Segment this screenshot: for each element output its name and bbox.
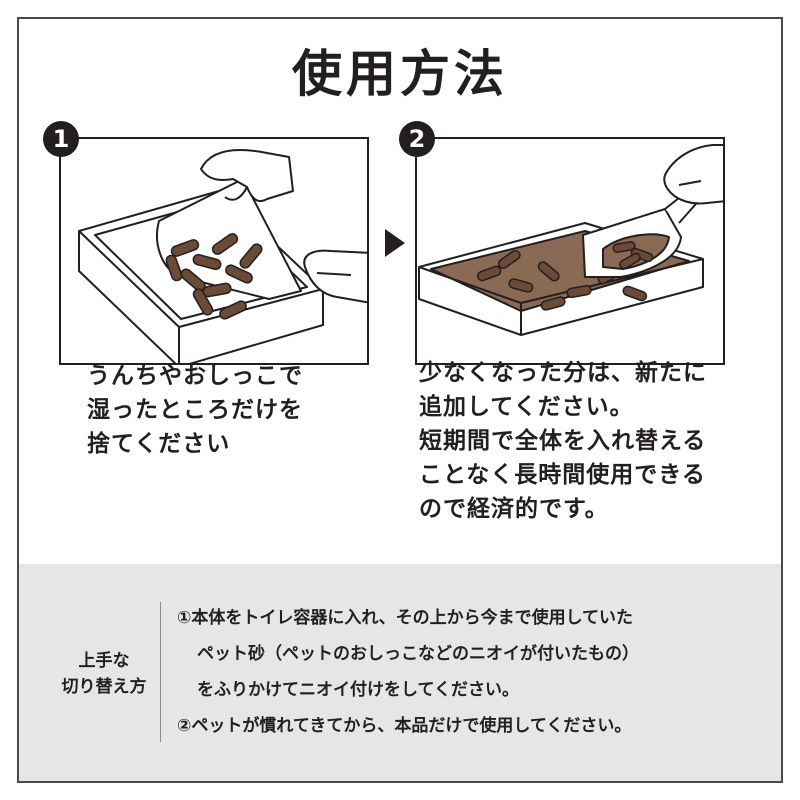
step-2-line: 追加してください。 <box>419 394 634 420</box>
tips-line: ①本体をトイレ容器に入れ、その上から今まで使用していた <box>177 608 634 628</box>
step-1-description: うんちやおしっこで 湿ったところだけを 捨てください <box>87 359 377 461</box>
step-1-badge: 1 <box>43 121 79 157</box>
tips-label-line: 切り替え方 <box>61 677 147 697</box>
step-2-line: 少なくなった分は、新たに <box>419 360 707 386</box>
step-2-description: 少なくなった分は、新たに 追加してください。 短期間で全体を入れ替える ことなく… <box>419 356 779 526</box>
step-2-line: ので経済的です。 <box>419 496 609 522</box>
tips-label-line: 上手な <box>78 651 130 671</box>
switching-tips-section: 上手な 切り替え方 ①本体をトイレ容器に入れ、その上から今まで使用していた ペッ… <box>19 564 781 781</box>
litter-tray-icon <box>78 149 367 363</box>
tips-line: ②ペットが慣れてきてから、本品だけで使用してください。 <box>177 716 632 736</box>
tips-text: ①本体をトイレ容器に入れ、その上から今まで使用していた ペット砂（ペットのおしっ… <box>177 600 777 744</box>
step-1-line: うんちやおしっこで <box>87 363 303 389</box>
step-1-illustration <box>59 137 369 365</box>
hand-icon <box>663 144 723 205</box>
step-2-line: 短期間で全体を入れ替える <box>419 428 707 454</box>
step-2-illustration <box>415 137 725 365</box>
step-arrow-icon <box>385 229 405 257</box>
tips-divider <box>160 602 161 742</box>
step-2-badge: 2 <box>399 121 435 157</box>
tips-line: ペット砂（ペットのおしっこなどのニオイが付いたもの） <box>197 644 639 664</box>
step-1-line: 捨てください <box>87 431 231 457</box>
tips-label: 上手な 切り替え方 <box>49 648 159 700</box>
page-title: 使用方法 <box>292 45 508 103</box>
tips-line: をふりかけてニオイ付けをしてください。 <box>197 680 519 700</box>
step-1-line: 湿ったところだけを <box>87 397 303 423</box>
litter-tray-icon <box>418 144 723 336</box>
step-2-line: ことなく長時間使用できる <box>419 462 706 488</box>
usage-frame: 使用方法 <box>17 17 783 783</box>
